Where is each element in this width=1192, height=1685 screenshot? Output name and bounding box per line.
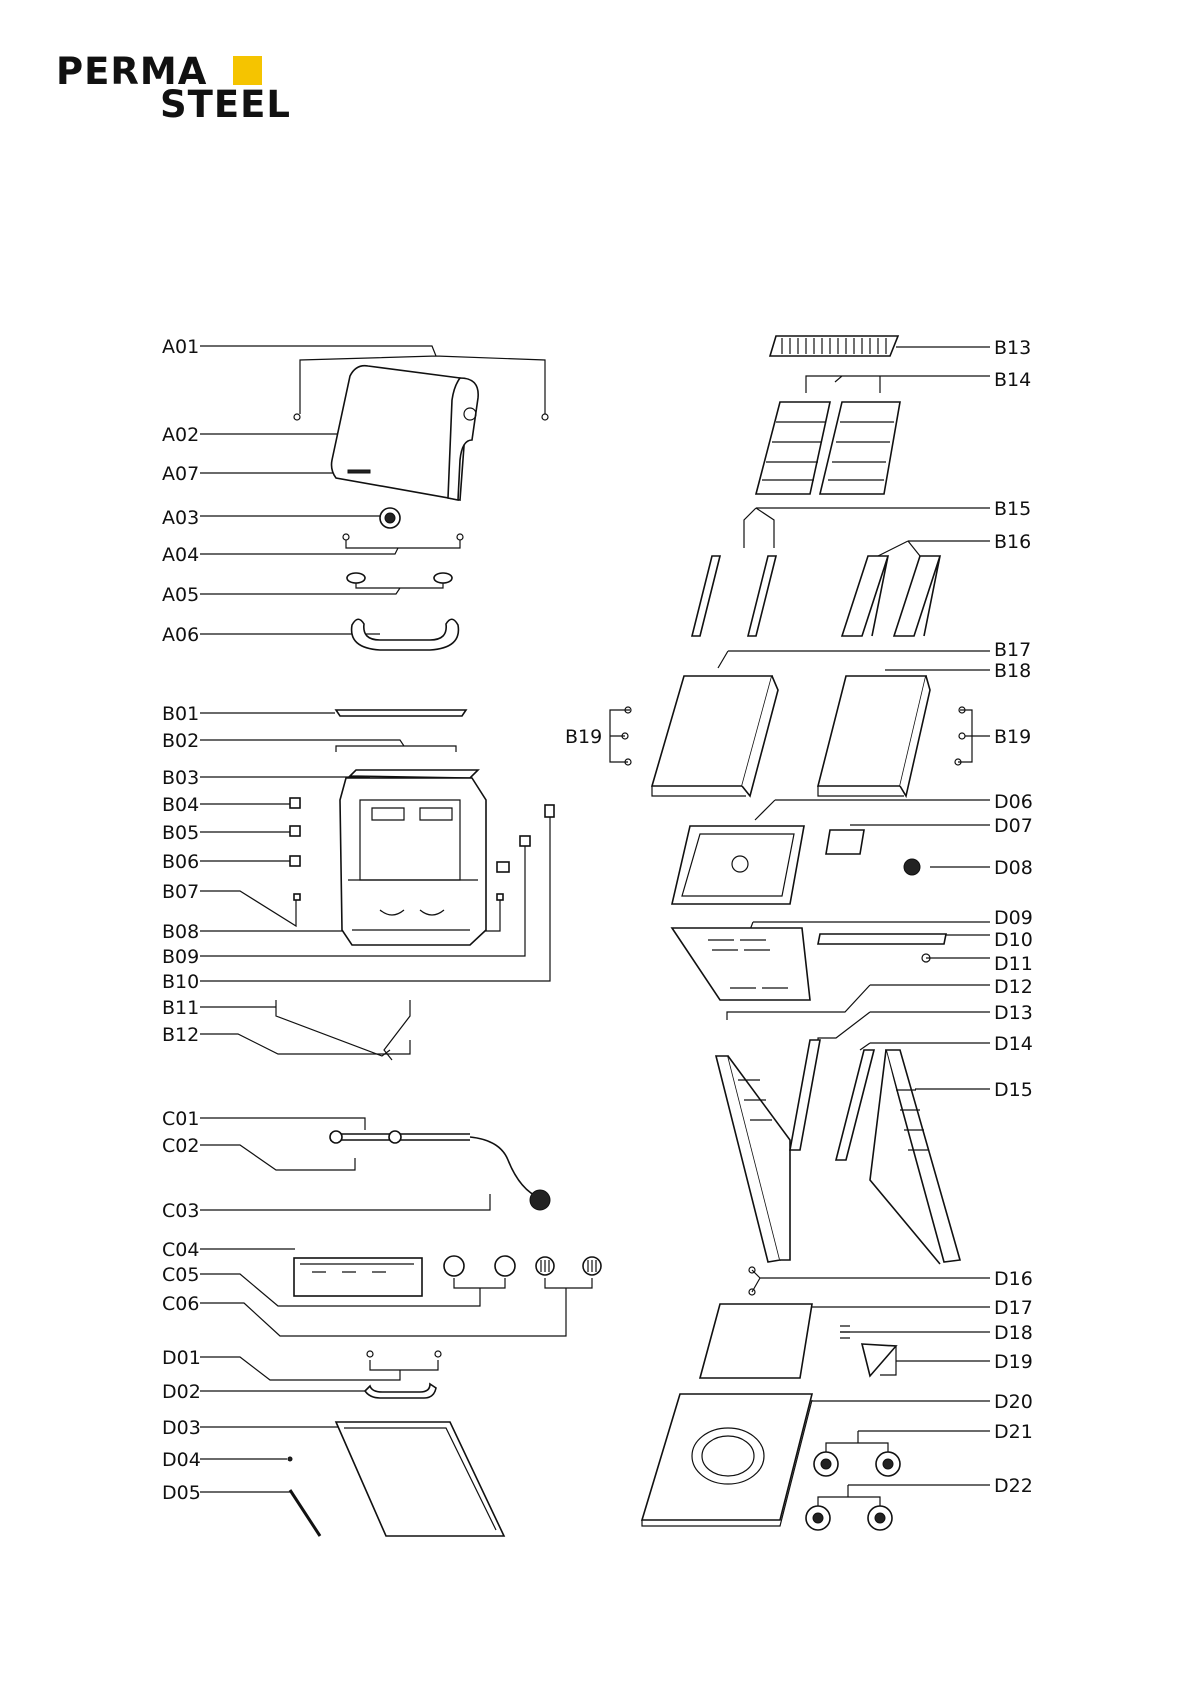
lid-assembly-drawing — [294, 366, 548, 650]
firebox-assembly-drawing — [276, 710, 554, 1060]
part-label-a05: A05 — [162, 584, 199, 606]
part-label-a02: A02 — [162, 424, 199, 446]
burners-and-heat-tents-drawing — [692, 556, 940, 636]
part-label-b01: B01 — [162, 703, 199, 725]
part-label-d19: D19 — [994, 1351, 1033, 1373]
part-label-b02: B02 — [162, 730, 199, 752]
part-label-b18: B18 — [994, 660, 1031, 682]
part-label-b09: B09 — [162, 946, 199, 968]
part-label-d03: D03 — [162, 1417, 201, 1439]
part-label-d17: D17 — [994, 1297, 1033, 1319]
part-label-a03: A03 — [162, 507, 199, 529]
part-label-b13: B13 — [994, 337, 1031, 359]
part-label-b15: B15 — [994, 498, 1031, 520]
part-label-d02: D02 — [162, 1381, 201, 1403]
part-label-d04: D04 — [162, 1449, 201, 1471]
part-label-d14: D14 — [994, 1033, 1033, 1055]
part-label-b19-left: B19 — [565, 726, 602, 748]
door-left-drawing — [288, 1351, 504, 1536]
part-label-b11: B11 — [162, 997, 199, 1019]
part-label-a06: A06 — [162, 624, 199, 646]
part-label-d22: D22 — [994, 1475, 1033, 1497]
side-shelves-drawing — [622, 676, 965, 796]
cabinet-rear-and-rails-drawing — [672, 928, 960, 1264]
part-label-d07: D07 — [994, 815, 1033, 837]
part-label-b06: B06 — [162, 851, 199, 873]
part-label-b04: B04 — [162, 794, 199, 816]
part-label-c06: C06 — [162, 1293, 199, 1315]
grease-tray-drawing — [672, 826, 920, 904]
part-label-d16: D16 — [994, 1268, 1033, 1290]
part-label-c04: C04 — [162, 1239, 199, 1261]
part-label-b07: B07 — [162, 881, 199, 903]
part-label-d18: D18 — [994, 1322, 1033, 1344]
part-label-d10: D10 — [994, 929, 1033, 951]
left-part-labels: A01A02A07A03A04A05A06B01B02B03B04B05B06B… — [162, 336, 201, 1504]
part-label-b05: B05 — [162, 822, 199, 844]
part-label-c03: C03 — [162, 1200, 199, 1222]
part-label-d20: D20 — [994, 1391, 1033, 1413]
control-knobs-drawing — [444, 1256, 601, 1276]
part-label-b19: B19 — [994, 726, 1031, 748]
part-label-c05: C05 — [162, 1264, 199, 1286]
part-label-d01: D01 — [162, 1347, 201, 1369]
part-label-b12: B12 — [162, 1024, 199, 1046]
part-label-c02: C02 — [162, 1135, 199, 1157]
cooking-grids-drawing — [756, 336, 900, 494]
part-label-b08: B08 — [162, 921, 199, 943]
part-label-d09: D09 — [994, 907, 1033, 929]
part-label-d15: D15 — [994, 1079, 1033, 1101]
part-label-d21: D21 — [994, 1421, 1033, 1443]
part-label-b17: B17 — [994, 639, 1031, 661]
right-part-labels: B13B14B15B16B17B18B19D06D07D08D09D10D11D… — [994, 337, 1033, 1497]
part-label-d08: D08 — [994, 857, 1033, 879]
part-label-b10: B10 — [162, 971, 199, 993]
part-label-d05: D05 — [162, 1482, 201, 1504]
part-label-d06: D06 — [994, 791, 1033, 813]
part-label-d13: D13 — [994, 1002, 1033, 1024]
part-label-b14: B14 — [994, 369, 1031, 391]
part-label-d12: D12 — [994, 976, 1033, 998]
part-label-b16: B16 — [994, 531, 1031, 553]
leader-lines — [200, 346, 990, 1506]
part-label-a01: A01 — [162, 336, 199, 358]
part-label-d11: D11 — [994, 953, 1033, 975]
part-label-a07: A07 — [162, 463, 199, 485]
part-label-b03: B03 — [162, 767, 199, 789]
part-label-c01: C01 — [162, 1108, 199, 1130]
part-label-a04: A04 — [162, 544, 199, 566]
